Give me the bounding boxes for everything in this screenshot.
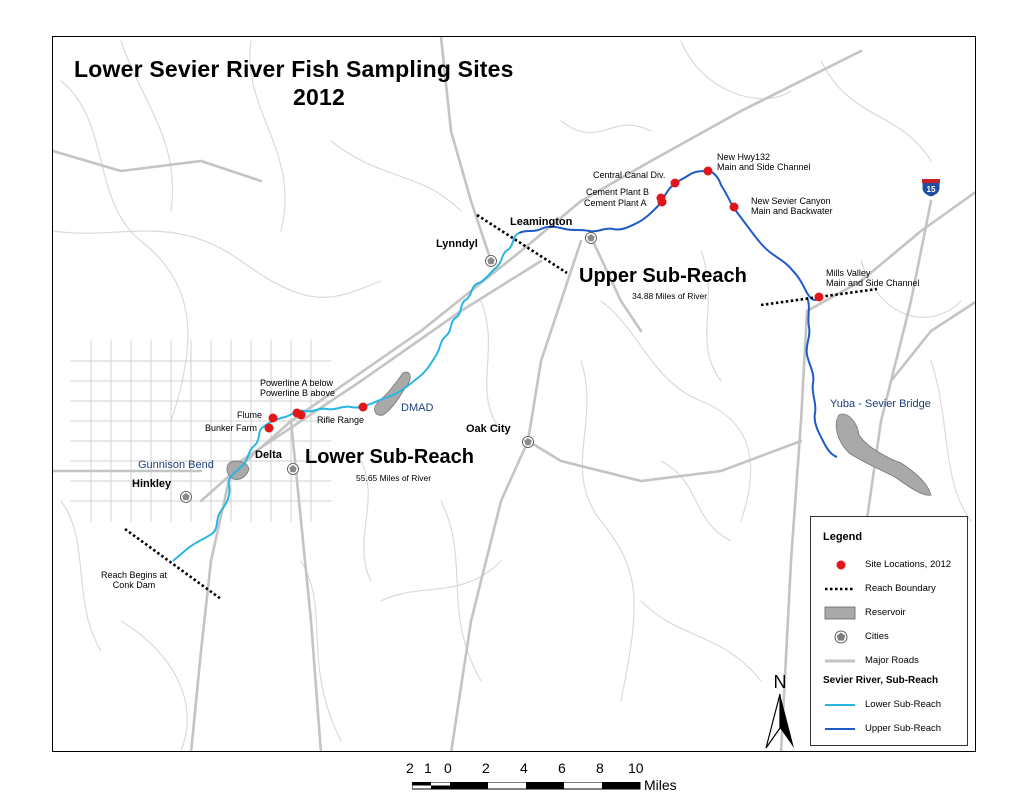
scale-tick-2-left: 2 (406, 760, 414, 776)
city-marker-delta[interactable] (287, 463, 299, 475)
legend-item-upper-reach: Upper Sub-Reach (811, 719, 969, 739)
lower-reach-line-icon (825, 704, 855, 706)
legend-item-label: Site Locations, 2012 (865, 559, 952, 570)
reach-boundary-lines (124, 213, 878, 601)
city-label-leamington: Leamington (510, 216, 573, 228)
scale-tick-4: 4 (520, 760, 528, 776)
upper-reach-line-icon (825, 728, 855, 730)
site-label-text: Powerline A below (260, 378, 334, 388)
site-central-canal-marker[interactable] (670, 178, 680, 188)
site-sublabel-text: Powerline B above (260, 388, 336, 398)
reach-start-line1: Reach Begins at (101, 570, 168, 580)
upper-reach-miles: 34.88 Miles of River (632, 291, 708, 301)
dmad-label: DMAD (401, 402, 434, 414)
north-arrow-icon: N (765, 672, 794, 749)
site-mills-valley-marker[interactable] (814, 292, 824, 302)
city-markers (180, 232, 597, 503)
map-title-line2: 2012 (293, 84, 345, 110)
map-frame (52, 36, 976, 752)
scale-tick-2: 2 (482, 760, 490, 776)
pentagon-icon (834, 630, 848, 644)
scale-tick-0: 0 (444, 760, 452, 776)
legend-item-cities: Cities (811, 627, 969, 647)
city-marker-lynndyl[interactable] (485, 255, 497, 267)
scale-tick-6: 6 (558, 760, 566, 776)
scale-bar: 2 1 0 2 4 6 8 10 Miles (400, 760, 700, 796)
legend-title: Legend (823, 531, 863, 543)
city-label-oak-city: Oak City (466, 423, 511, 435)
legend-item-label: Reservoir (865, 607, 906, 618)
scale-unit: Miles (644, 777, 677, 793)
legend-item-reservoir: Reservoir (811, 603, 969, 623)
site-sublabel-text: Main and Side Channel (717, 162, 811, 172)
city-marker-hinkley[interactable] (180, 491, 192, 503)
interstate-number: 15 (927, 185, 936, 194)
site-sublabel-text: Main and Backwater (751, 206, 833, 216)
north-label: N (774, 672, 787, 692)
site-sublabel-text: Main and Side Channel (826, 278, 920, 288)
scale-tick-1: 1 (424, 760, 432, 776)
legend-item-label: Lower Sub-Reach (865, 699, 942, 710)
site-bunker-farm-marker[interactable] (264, 423, 274, 433)
city-label-delta: Delta (255, 449, 282, 461)
reach-start-line2: Conk Dam (112, 580, 156, 590)
site-label-text: New Hwy132 (717, 152, 771, 162)
legend-item-label: Cities (865, 631, 889, 642)
legend-item-label: Upper Sub-Reach (865, 723, 942, 734)
site-new-hwy132-marker[interactable] (703, 166, 713, 176)
site-label-flume: Flume (237, 410, 263, 420)
site-label-cement-plant-b: Cement Plant B (586, 187, 650, 197)
road-line-icon (825, 659, 855, 663)
upper-sub-reach-river (518, 169, 838, 458)
legend-item-boundary: Reach Boundary (811, 579, 969, 599)
site-locations (264, 166, 824, 433)
site-rifle-range-marker[interactable] (358, 402, 368, 412)
upper-reach-label: Upper Sub-Reach (579, 265, 747, 287)
site-flume-marker[interactable] (268, 413, 278, 423)
legend-item-lower-reach: Lower Sub-Reach (811, 695, 969, 715)
scale-bar-graphic (412, 782, 641, 790)
map-canvas[interactable] (53, 37, 976, 752)
legend-item-label: Major Roads (865, 655, 919, 666)
site-label-mills-valley: Mills Valley Main and Side Channel (826, 268, 920, 288)
site-label-powerline: Powerline A below Powerline B above (260, 378, 335, 398)
site-label-central-canal: Central Canal Div. (593, 170, 666, 180)
city-marker-leamington[interactable] (585, 232, 597, 244)
site-label-cement-plant-a: Cement Plant A (584, 198, 647, 208)
legend-panel: Legend Site Locations, 2012 Reach Bounda… (810, 516, 968, 746)
site-label-new-hwy132: New Hwy132 Main and Side Channel (717, 152, 811, 172)
city-label-lynndyl: Lynndyl (436, 238, 478, 250)
map-title-line1: Lower Sevier River Fish Sampling Sites (74, 56, 514, 82)
gunnison-bend-label: Gunnison Bend (138, 459, 214, 471)
site-label-rifle-range: Rifle Range (317, 415, 365, 425)
reach-start-label: Reach Begins at Conk Dam (101, 570, 167, 590)
scale-tick-8: 8 (596, 760, 604, 776)
red-dot-icon (836, 560, 846, 570)
yuba-bridge-label: Yuba - Sevier Bridge (830, 398, 931, 410)
city-marker-oak-city[interactable] (522, 436, 534, 448)
lower-sub-reach-river (172, 232, 520, 562)
scale-tick-10: 10 (628, 760, 644, 776)
site-label-text: New Sevier Canyon (751, 196, 831, 206)
site-label-new-sevier-canyon: New Sevier Canyon Main and Backwater (751, 196, 833, 216)
legend-subtitle: Sevier River, Sub-Reach (823, 675, 939, 686)
site-cement-plant-a-marker[interactable] (657, 197, 667, 207)
interstate-shield-icon: 15 (921, 178, 941, 198)
legend-item-sites: Site Locations, 2012 (811, 555, 969, 575)
site-powerline-b-marker[interactable] (296, 410, 306, 420)
site-label-text: Mills Valley (826, 268, 871, 278)
city-label-hinkley: Hinkley (132, 478, 172, 490)
site-new-sevier-canyon-marker[interactable] (729, 202, 739, 212)
lower-reach-miles: 55.65 Miles of River (356, 473, 432, 483)
site-label-bunker-farm: Bunker Farm (205, 423, 258, 433)
lower-reach-label: Lower Sub-Reach (305, 446, 474, 468)
dotted-line-icon (825, 587, 855, 591)
legend-item-label: Reach Boundary (865, 583, 936, 594)
reservoir-box-icon (824, 606, 856, 620)
legend-item-roads: Major Roads (811, 651, 969, 671)
